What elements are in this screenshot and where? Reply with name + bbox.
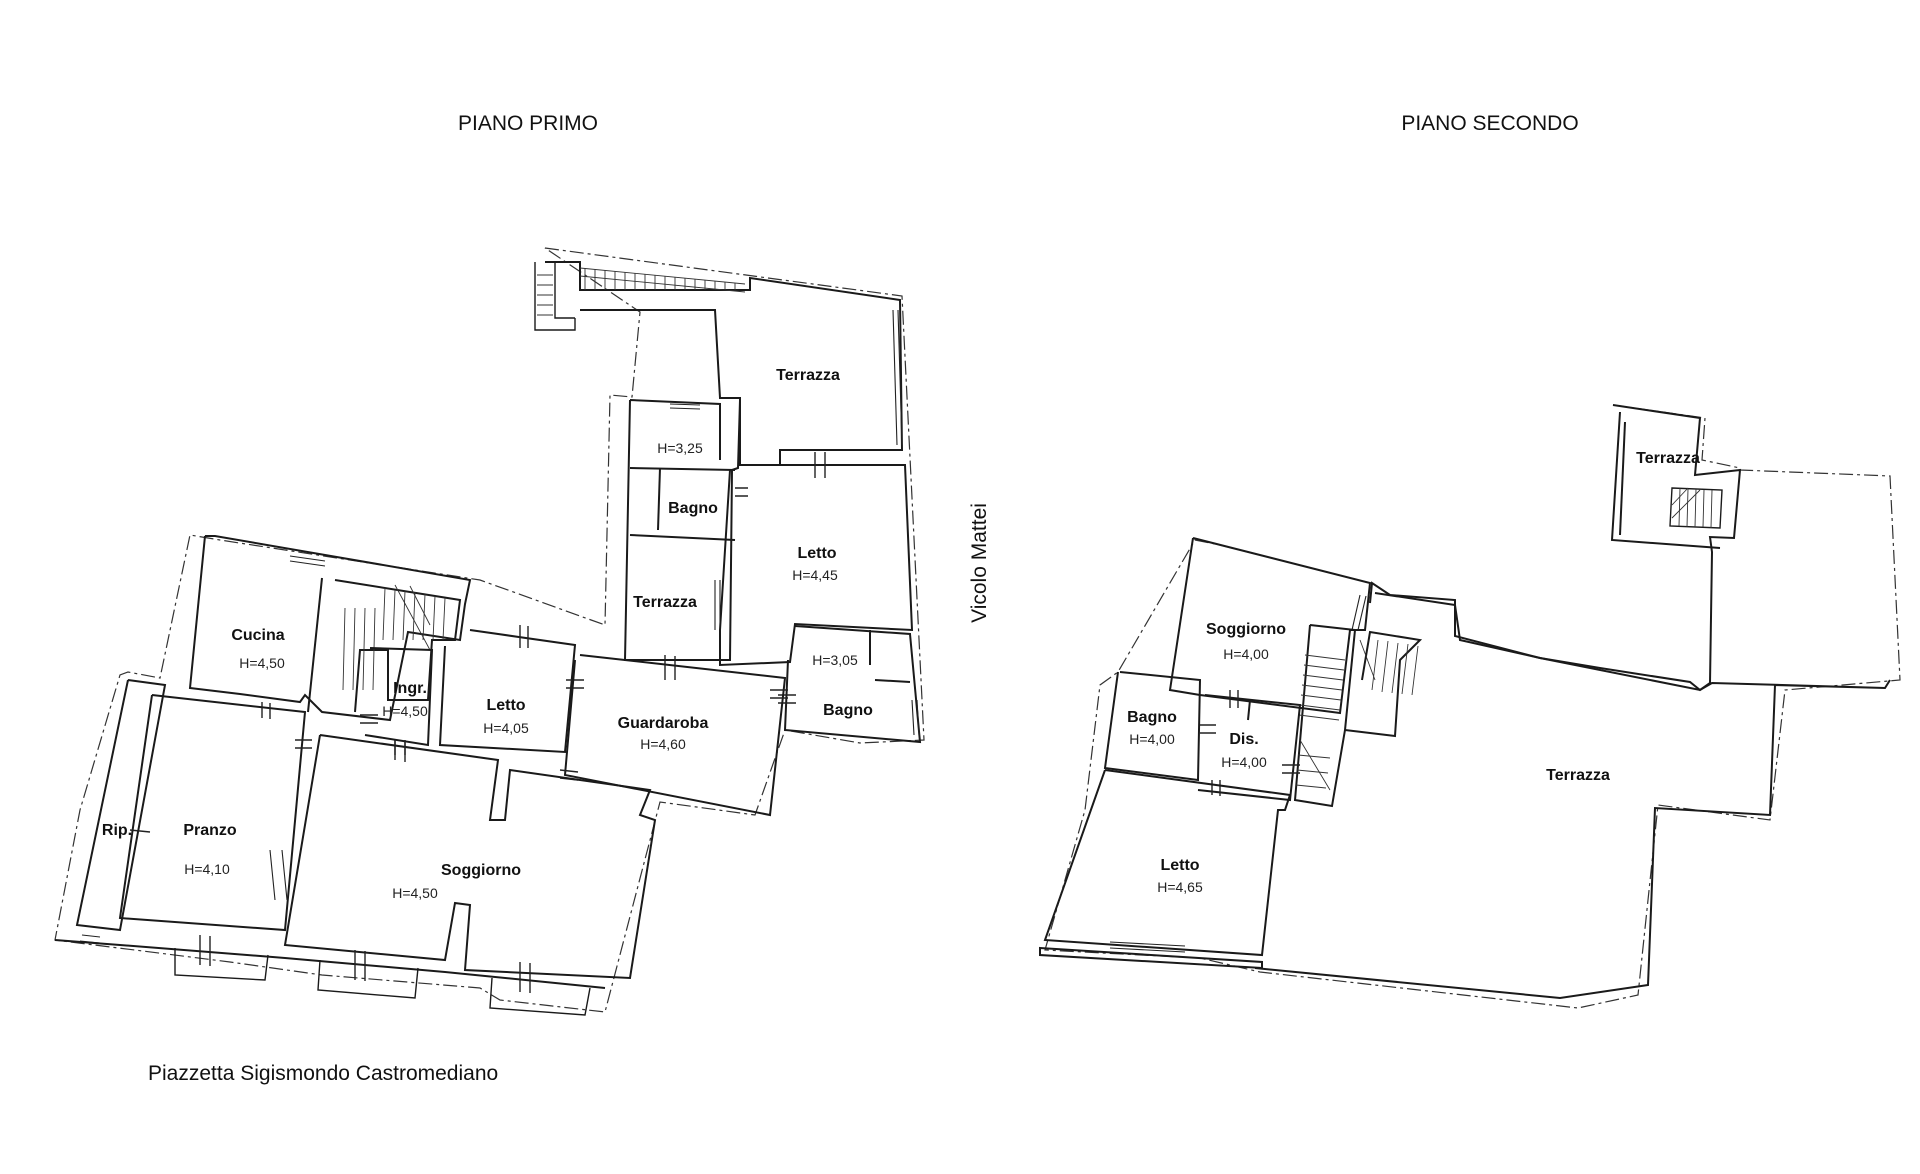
terrazza-top-window bbox=[892, 309, 903, 446]
label-disimpegno-height: H=4,00 bbox=[1221, 754, 1267, 770]
label-letto-3-height: H=4,65 bbox=[1157, 879, 1203, 895]
label-bagno-2: Bagno bbox=[823, 702, 873, 719]
ingresso-walls bbox=[364, 647, 434, 747]
label-small-room-height: H=3,25 bbox=[657, 440, 703, 456]
street-piazzetta: Piazzetta Sigismondo Castromediano bbox=[148, 1062, 498, 1085]
label-ingresso: Ingr. bbox=[393, 680, 427, 697]
label-pranzo: Pranzo bbox=[183, 822, 237, 839]
label-bagno-2-height: H=3,05 bbox=[812, 652, 858, 668]
first-floor-plan bbox=[54, 247, 925, 1016]
second-floor-stair bbox=[1293, 624, 1423, 808]
letto-1-walls bbox=[719, 464, 914, 667]
label-bagno-1: Bagno bbox=[668, 500, 718, 517]
soggiorno-walls bbox=[283, 734, 657, 980]
label-terrazza-big: Terrazza bbox=[1546, 767, 1610, 784]
label-guardaroba-height: H=4,60 bbox=[640, 736, 686, 752]
letto-3-walls bbox=[1043, 769, 1292, 957]
label-disimpegno: Dis. bbox=[1229, 731, 1258, 748]
disimpegno-walls bbox=[1197, 694, 1302, 802]
label-letto-3: Letto bbox=[1160, 857, 1199, 874]
balcony-1 bbox=[174, 948, 269, 981]
label-soggiorno-height: H=4,50 bbox=[392, 885, 438, 901]
label-bagno-3: Bagno bbox=[1127, 709, 1177, 726]
label-letto-2-height: H=4,05 bbox=[483, 720, 529, 736]
label-guardaroba: Guardaroba bbox=[618, 715, 709, 732]
second-floor-plan bbox=[1039, 404, 1901, 1009]
terrazza-top-balustrade bbox=[537, 267, 746, 316]
label-letto-1-height: H=4,45 bbox=[792, 567, 838, 583]
bagno-2-walls bbox=[783, 625, 922, 744]
cucina-walls bbox=[188, 535, 472, 722]
terrazza-big-walls bbox=[1254, 592, 1891, 1000]
street-vicolo: Vicolo Mattei bbox=[968, 503, 991, 623]
terrazza-small-stair bbox=[1669, 487, 1723, 529]
label-soggiorno: Soggiorno bbox=[441, 862, 521, 879]
label-terrazza-top: Terrazza bbox=[776, 367, 840, 384]
label-terrazza-small: Terrazza bbox=[1636, 450, 1700, 467]
outer-wall-bottom bbox=[54, 939, 606, 989]
balcony-2 bbox=[317, 959, 419, 999]
floor-title-first: PIANO PRIMO bbox=[458, 112, 598, 135]
label-soggiorno-2: Soggiorno bbox=[1206, 621, 1286, 638]
pranzo-walls bbox=[118, 694, 307, 932]
label-terrazza-mid: Terrazza bbox=[633, 594, 697, 611]
label-cucina-height: H=4,50 bbox=[239, 655, 285, 671]
guardaroba-walls bbox=[563, 654, 787, 817]
label-bagno-3-height: H=4,00 bbox=[1129, 731, 1175, 747]
balcony-3 bbox=[489, 977, 591, 1016]
label-cucina: Cucina bbox=[231, 627, 284, 644]
letto-2-walls bbox=[438, 629, 577, 754]
second-floor-boundary bbox=[1044, 404, 1901, 1009]
label-letto-2: Letto bbox=[486, 697, 525, 714]
floor-title-second: PIANO SECONDO bbox=[1401, 112, 1578, 135]
label-letto-1: Letto bbox=[797, 545, 836, 562]
bagno-3-walls bbox=[1103, 671, 1202, 782]
ripostiglio-walls bbox=[75, 679, 167, 932]
terrazza-small-walls bbox=[1369, 404, 1742, 692]
terrazza-top-walls bbox=[545, 261, 904, 466]
label-soggiorno-2-height: H=4,00 bbox=[1223, 646, 1269, 662]
label-ripostiglio: Rip. bbox=[102, 822, 132, 839]
main-stair bbox=[334, 579, 462, 713]
service-block-walls bbox=[623, 399, 741, 661]
label-pranzo-height: H=4,10 bbox=[184, 861, 230, 877]
soggiorno-2-walls bbox=[1168, 537, 1372, 715]
label-ingresso-height: H=4,50 bbox=[382, 703, 428, 719]
